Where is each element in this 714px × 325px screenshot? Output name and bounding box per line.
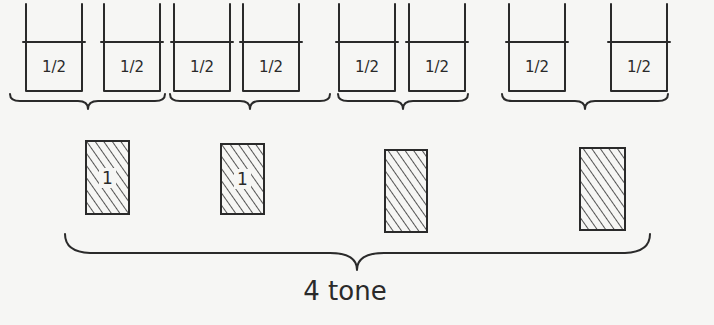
cup-lines <box>336 4 398 91</box>
pair-brace <box>502 94 668 109</box>
half-cup: 1/2 <box>173 4 231 92</box>
cup-lines <box>171 4 233 91</box>
half-cup: 1/2 <box>242 4 300 92</box>
block-rect <box>221 144 264 214</box>
cup-outline <box>338 4 396 92</box>
fraction-label: 1/2 <box>42 58 66 76</box>
cup-outline <box>508 4 566 92</box>
fraction-label: 1/2 <box>525 58 549 76</box>
half-cup: 1/2 <box>338 4 396 92</box>
cup-lines <box>506 4 568 91</box>
cup-lines <box>608 4 670 91</box>
pair-brace <box>10 94 165 109</box>
cup-outline <box>610 4 668 92</box>
fraction-label: 1/2 <box>627 58 651 76</box>
fraction-label: 1/2 <box>259 58 283 76</box>
cup-outline <box>103 4 161 92</box>
cup-outline <box>408 4 466 92</box>
cup-lines <box>406 4 468 91</box>
pair-brace <box>338 94 468 109</box>
total-brace <box>65 234 650 270</box>
half-cup: 1/2 <box>610 4 668 92</box>
fraction-label: 1/2 <box>190 58 214 76</box>
cup-outline <box>173 4 231 92</box>
pair-brace <box>170 94 330 109</box>
total-label: 4 tone <box>303 276 386 306</box>
cup-outline <box>25 4 83 92</box>
hatched-block: 1 <box>220 143 265 215</box>
fraction-label: 1/2 <box>120 58 144 76</box>
count-label: 1 <box>234 169 251 189</box>
fraction-label: 1/2 <box>355 58 379 76</box>
hatched-block <box>385 150 427 232</box>
cup-lines <box>101 4 163 91</box>
cup-lines <box>23 4 85 91</box>
half-cup: 1/2 <box>408 4 466 92</box>
count-label: 1 <box>99 168 116 188</box>
fraction-label: 1/2 <box>425 58 449 76</box>
half-cup: 1/2 <box>25 4 83 92</box>
half-cup: 1/2 <box>508 4 566 92</box>
cup-lines <box>240 4 302 91</box>
hatched-block <box>580 148 625 230</box>
hatched-block: 1 <box>85 140 130 215</box>
half-cup: 1/2 <box>103 4 161 92</box>
cup-outline <box>242 4 300 92</box>
block-rect <box>86 141 129 214</box>
